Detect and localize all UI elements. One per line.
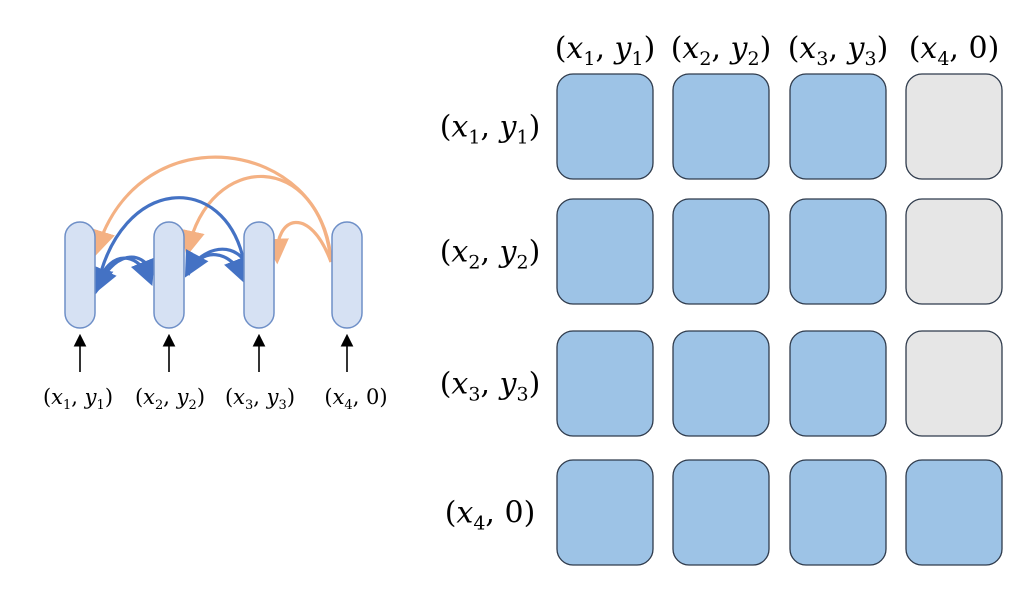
column-labels: (x1, y1) (x2, y2) (x3, y3) (x4, 0)	[555, 31, 1000, 70]
mask-cells	[556, 73, 1003, 566]
mask-cell-r4-c2	[672, 459, 770, 566]
arc-4-to-2	[179, 174, 333, 263]
input-labels: (x1, y1) (x2, y2) (x3, y3) (x4, 0)	[43, 385, 388, 413]
input-label-4: (x4, 0)	[324, 385, 387, 413]
mask-cell-r4-c3	[789, 459, 887, 566]
arc-3-to-1	[88, 196, 246, 295]
attention-graph: (x1, y1) (x2, y2) (x3, y3) (x4, 0)	[43, 155, 388, 413]
attention-arcs	[88, 155, 333, 295]
arc-4-to-3	[263, 220, 333, 265]
column-label-3: (x3, y3)	[788, 31, 889, 70]
mask-cell-r2-c1	[556, 198, 654, 305]
row-label-3: (x3, y3)	[440, 367, 541, 406]
row-label-4: (x4, 0)	[445, 496, 536, 535]
token-node-4	[331, 221, 363, 329]
token-node-1	[64, 221, 96, 329]
input-label-1: (x1, y1)	[43, 385, 113, 413]
mask-cell-r4-c4	[905, 459, 1003, 566]
mask-cell-r2-c4	[905, 198, 1003, 305]
mask-cell-r4-c1	[556, 459, 654, 566]
mask-cell-r3-c3	[789, 330, 887, 437]
row-label-1: (x1, y1)	[440, 110, 541, 149]
input-label-3: (x3, y3)	[225, 385, 295, 413]
row-label-2: (x2, y2)	[440, 235, 541, 274]
mask-cell-r2-c2	[672, 198, 770, 305]
input-arrows	[73, 333, 354, 372]
mask-cell-r1-c3	[789, 73, 887, 180]
token-nodes	[64, 221, 363, 329]
column-label-1: (x1, y1)	[555, 31, 656, 70]
mask-cell-r3-c2	[672, 330, 770, 437]
mask-cell-r1-c4	[905, 73, 1003, 180]
column-label-4: (x4, 0)	[909, 31, 1000, 70]
attention-mask-matrix: (x1, y1) (x2, y2) (x3, y3) (x4, 0) (x1, y1)…	[440, 31, 1003, 566]
row-labels: (x1, y1) (x2, y2) (x3, y3) (x4, 0)	[440, 110, 541, 535]
mask-cell-r3-c4	[905, 330, 1003, 437]
token-node-2	[153, 221, 185, 329]
mask-cell-r3-c1	[556, 330, 654, 437]
arc-2-to-3	[186, 253, 248, 284]
column-label-2: (x2, y2)	[671, 31, 772, 70]
input-label-2: (x2, y2)	[135, 385, 205, 413]
mask-cell-r2-c3	[789, 198, 887, 305]
arc-2-to-1	[93, 255, 156, 294]
token-node-3	[243, 221, 275, 329]
mask-cell-r1-c1	[556, 73, 654, 180]
mask-cell-r1-c2	[672, 73, 770, 180]
arc-3-to-2	[184, 247, 246, 278]
